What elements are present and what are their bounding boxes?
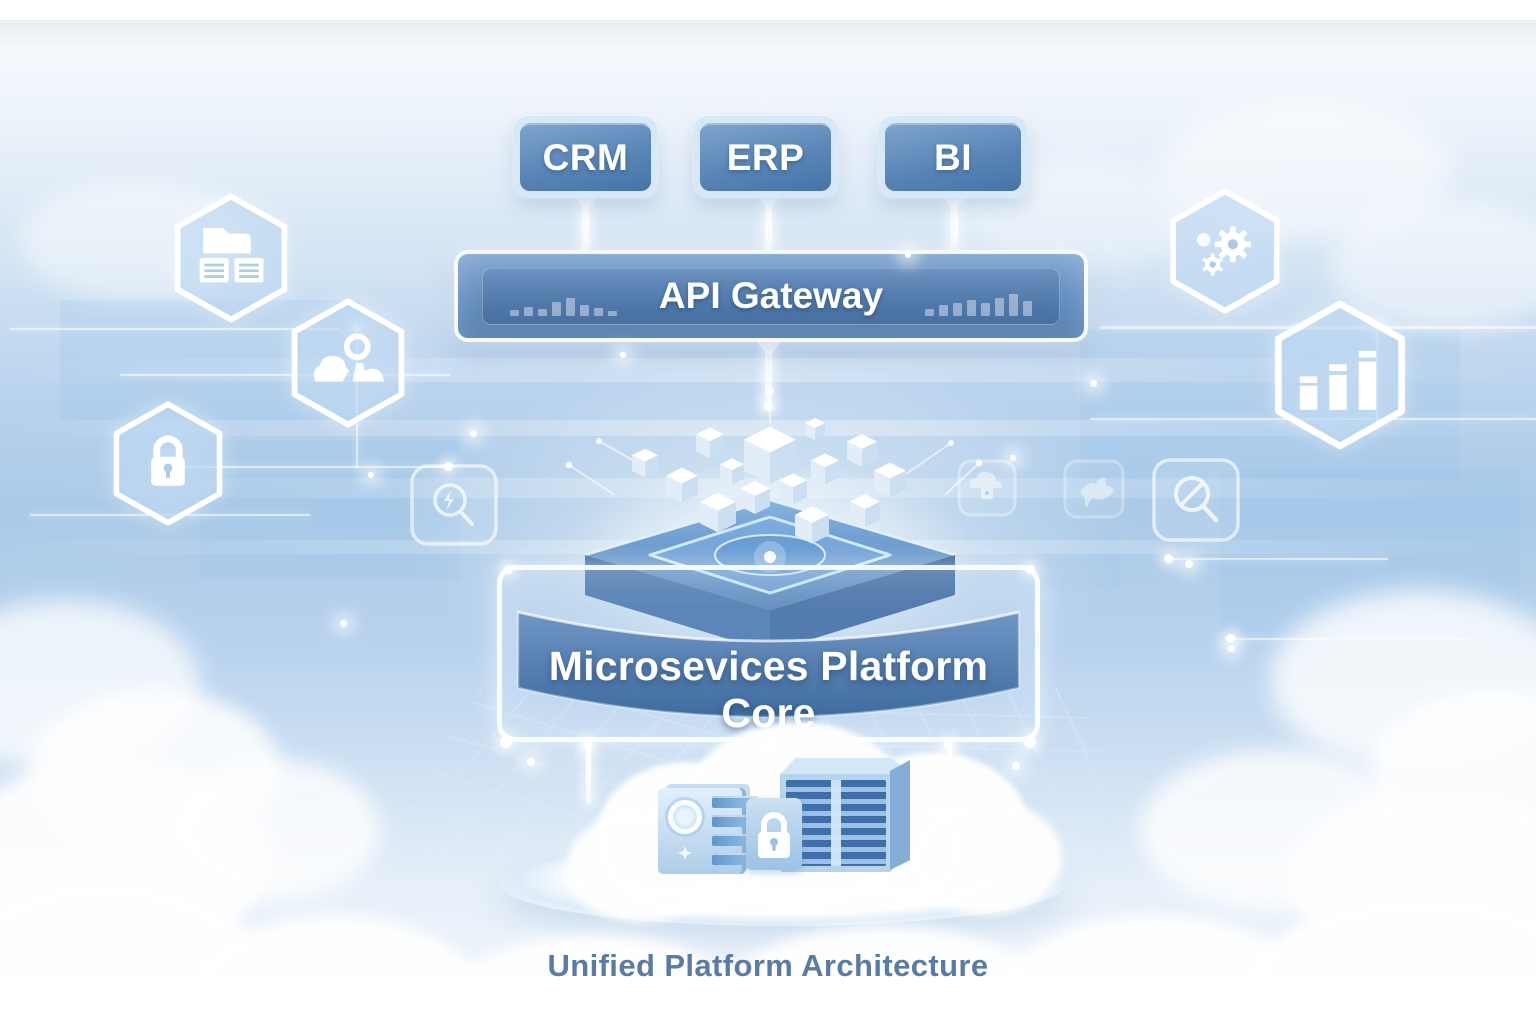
server-rack-slats	[786, 780, 886, 866]
system-node-erp: ERP	[693, 116, 838, 198]
banner-corner-glow	[500, 736, 512, 748]
banner-corner-glow	[1026, 565, 1035, 574]
banner-corner-glow	[504, 565, 513, 574]
connector-core-down-left	[586, 744, 591, 804]
sparkle	[620, 352, 626, 358]
system-node-label: ERP	[726, 137, 805, 178]
server-lock-icon	[746, 798, 802, 870]
top-strip-shadow	[0, 22, 1536, 48]
system-node-label: CRM	[542, 137, 629, 178]
connector-flare	[757, 342, 781, 357]
sparkle	[1012, 762, 1020, 770]
diagram-caption: Unified Platform Architecture	[547, 948, 989, 983]
connector-flare	[943, 196, 967, 211]
system-node-crm: CRM	[513, 116, 658, 198]
bar-chart-icon	[1272, 300, 1408, 450]
connector-erp-gateway	[765, 196, 772, 254]
sparkle	[1090, 380, 1097, 387]
mini-bar-chart-right	[925, 288, 1032, 316]
connector-node	[764, 402, 773, 411]
core-banner-frame	[497, 565, 1040, 742]
connector-flare	[574, 196, 598, 211]
sparkle	[340, 620, 347, 627]
gateway-label: API Gateway	[658, 275, 884, 316]
sparkle	[1010, 455, 1016, 461]
connector-crm-gateway	[582, 196, 589, 254]
core-banner-label: Microsevices Platform Core	[548, 643, 989, 736]
system-node-label: BI	[934, 137, 972, 178]
server-ring	[668, 800, 702, 834]
connector-node	[583, 740, 592, 749]
core-banner-band	[516, 610, 1021, 719]
gateway-inner-panel	[482, 268, 1060, 325]
cloud-lock-icon	[956, 458, 1018, 518]
mini-bar-chart-left	[510, 288, 617, 316]
cloud-blob	[170, 760, 380, 900]
search-bolt-icon	[408, 462, 500, 548]
search-block-icon	[1150, 456, 1242, 544]
security-lock-icon	[112, 400, 224, 527]
connector-node	[944, 740, 953, 749]
microservices-platform-illustration	[560, 387, 983, 700]
sparkle	[1228, 645, 1235, 652]
bird-icon	[1062, 458, 1126, 520]
banner-corner-glow	[1024, 736, 1036, 748]
cloud-blob	[1330, 200, 1536, 330]
system-node-bi: BI	[878, 116, 1028, 198]
sparkle	[1185, 560, 1193, 568]
connector-bi-gateway	[951, 196, 958, 254]
api-gateway-bar: API Gateway	[454, 250, 1088, 342]
sparkle	[470, 430, 477, 437]
cloud-location-icon	[288, 298, 408, 428]
gears-icon	[1168, 188, 1282, 314]
cloud-floor	[0, 975, 1536, 1024]
server-rack-side	[890, 760, 910, 870]
top-white-strip	[0, 0, 1536, 21]
connector-flare	[757, 196, 781, 211]
archive-servers-icon	[172, 193, 290, 323]
sparkle	[527, 758, 535, 766]
connector-gateway-core	[765, 342, 772, 406]
sparkle	[905, 252, 911, 258]
sparkle	[368, 472, 374, 478]
server-rack-top	[780, 758, 910, 774]
